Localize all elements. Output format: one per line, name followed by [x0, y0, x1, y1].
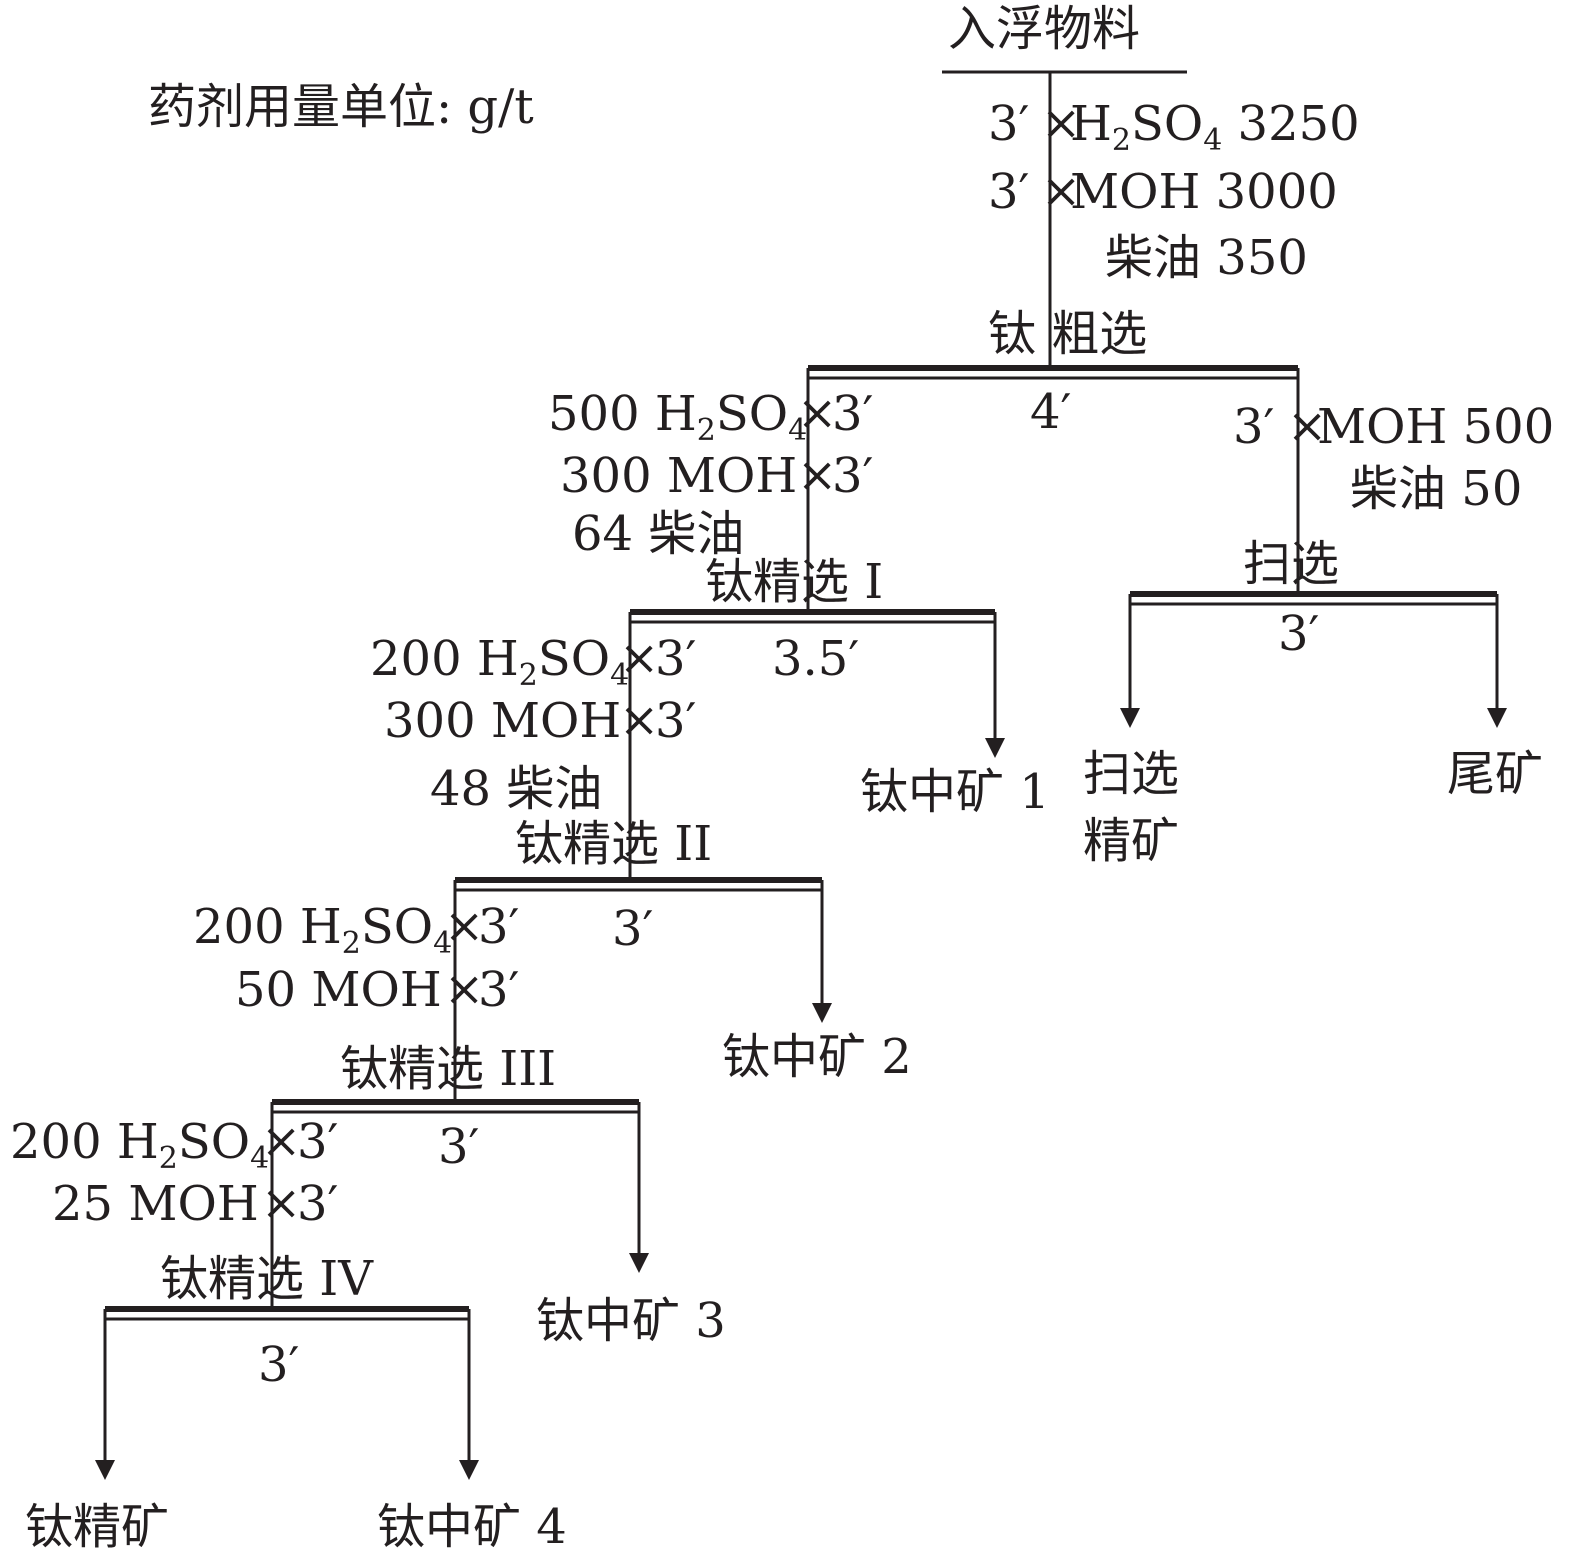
- rougher-reagent-3: 柴油 350: [1105, 230, 1308, 286]
- addition-mark: ×: [261, 1113, 301, 1169]
- addition-mark: ×: [797, 385, 837, 441]
- svg-text:3′: 3′: [832, 448, 873, 504]
- middling4-label: 钛中矿 4: [377, 1499, 567, 1555]
- addition-mark: ×: [261, 1175, 301, 1231]
- svg-text:300 MOH: 300 MOH: [384, 693, 621, 749]
- arrow-concentrate: [95, 1460, 115, 1480]
- svg-text:300 MOH: 300 MOH: [560, 448, 797, 504]
- addition-mark: ×: [1287, 398, 1327, 454]
- svg-text:3′: 3′: [832, 386, 873, 442]
- addition-mark: ×: [619, 630, 659, 686]
- svg-text:48 柴油: 48 柴油: [430, 761, 602, 817]
- cleaner3-reagent-2: 50 MOH × 3′: [235, 961, 519, 1018]
- arrow-tailings: [1487, 708, 1507, 728]
- arrow-middling3: [629, 1253, 649, 1273]
- middling3-label: 钛中矿 3: [536, 1293, 726, 1349]
- cleaner2-time: 3′: [612, 901, 653, 957]
- rougher-reagent-2: 3′ × MOH 3000: [988, 163, 1338, 220]
- addition-mark: ×: [797, 447, 837, 503]
- svg-text:3′: 3′: [297, 1114, 338, 1170]
- concentrate-label: 钛精矿: [25, 1499, 169, 1555]
- svg-text:3′: 3′: [297, 1176, 338, 1232]
- rougher-label: 钛 粗选: [988, 306, 1147, 362]
- scav-conc-label-2: 精矿: [1083, 813, 1179, 869]
- addition-mark: ×: [1041, 95, 1081, 151]
- svg-text:3′: 3′: [988, 164, 1029, 220]
- svg-text:3′: 3′: [988, 96, 1029, 152]
- scavenger-reagent-1: 3′ × MOH 500: [1233, 398, 1554, 455]
- cleaner1-reagent-1: 500 H2SO4 × 3′: [548, 385, 873, 448]
- tailings-label: 尾矿: [1447, 746, 1543, 802]
- svg-text:200 H2SO4: 200 H2SO4: [10, 1114, 269, 1176]
- arrow-middling4: [459, 1460, 479, 1480]
- rougher-reagent-1: 3′ × H2SO4 3250: [988, 95, 1360, 158]
- rougher-time: 4′: [1030, 384, 1071, 440]
- cleaner3-label: 钛精选 III: [340, 1041, 556, 1097]
- svg-text:200 H2SO4: 200 H2SO4: [193, 899, 452, 961]
- svg-text:200 H2SO4: 200 H2SO4: [370, 631, 629, 693]
- svg-text:500 H2SO4: 500 H2SO4: [548, 386, 807, 448]
- addition-mark: ×: [1041, 163, 1081, 219]
- svg-text:3′: 3′: [1233, 399, 1274, 455]
- cleaner3-reagent-1: 200 H2SO4 × 3′: [193, 898, 519, 961]
- scavenger-time: 3′: [1278, 606, 1319, 662]
- middling2-label: 钛中矿 2: [722, 1029, 912, 1085]
- addition-mark: ×: [444, 898, 484, 954]
- cleaner4-time: 3′: [258, 1337, 299, 1393]
- svg-text:3′: 3′: [478, 899, 519, 955]
- addition-mark: ×: [444, 961, 484, 1017]
- svg-text:柴油 350: 柴油 350: [1105, 230, 1308, 286]
- cleaner2-label: 钛精选 II: [515, 816, 712, 872]
- svg-text:3′: 3′: [478, 962, 519, 1018]
- cleaner2-reagent-1: 200 H2SO4 × 3′: [370, 630, 696, 693]
- svg-text:3′: 3′: [655, 693, 696, 749]
- middling1-label: 钛中矿 1: [860, 764, 1050, 820]
- cleaner1-time: 3.5′: [772, 631, 859, 687]
- svg-text:MOH 500: MOH 500: [1317, 399, 1554, 455]
- cleaner4-reagent-2: 25 MOH × 3′: [52, 1175, 338, 1232]
- arrow-middling1: [985, 738, 1005, 758]
- cleaner4-reagent-1: 200 H2SO4 × 3′: [10, 1113, 338, 1176]
- addition-mark: ×: [619, 692, 659, 748]
- scav-conc-label-1: 扫选: [1083, 746, 1179, 802]
- svg-text:柴油 50: 柴油 50: [1350, 461, 1522, 517]
- svg-text:25 MOH: 25 MOH: [52, 1176, 259, 1232]
- svg-text:H2SO4 3250: H2SO4 3250: [1070, 96, 1360, 158]
- svg-text:MOH 3000: MOH 3000: [1070, 164, 1338, 220]
- arrow-scav-conc: [1120, 708, 1140, 728]
- cleaner2-reagent-3: 48 柴油: [430, 761, 602, 817]
- feed-label: 入浮物料: [948, 1, 1140, 57]
- svg-text:50 MOH: 50 MOH: [235, 962, 442, 1018]
- cleaner4-label: 钛精选 IV: [160, 1251, 374, 1307]
- svg-text:64 柴油: 64 柴油: [572, 506, 744, 562]
- arrow-middling2: [812, 1003, 832, 1023]
- cleaner1-reagent-3: 64 柴油: [572, 506, 744, 562]
- cleaner1-reagent-2: 300 MOH × 3′: [560, 447, 873, 504]
- cleaner3-time: 3′: [438, 1119, 479, 1175]
- svg-text:3′: 3′: [655, 631, 696, 687]
- scavenger-reagent-2: 柴油 50: [1350, 461, 1522, 517]
- cleaner2-reagent-2: 300 MOH × 3′: [384, 692, 696, 749]
- unit-note: 药剂用量单位: g/t: [148, 79, 534, 135]
- scavenger-label: 扫选: [1243, 536, 1339, 592]
- cleaner1-label: 钛精选 I: [705, 554, 883, 610]
